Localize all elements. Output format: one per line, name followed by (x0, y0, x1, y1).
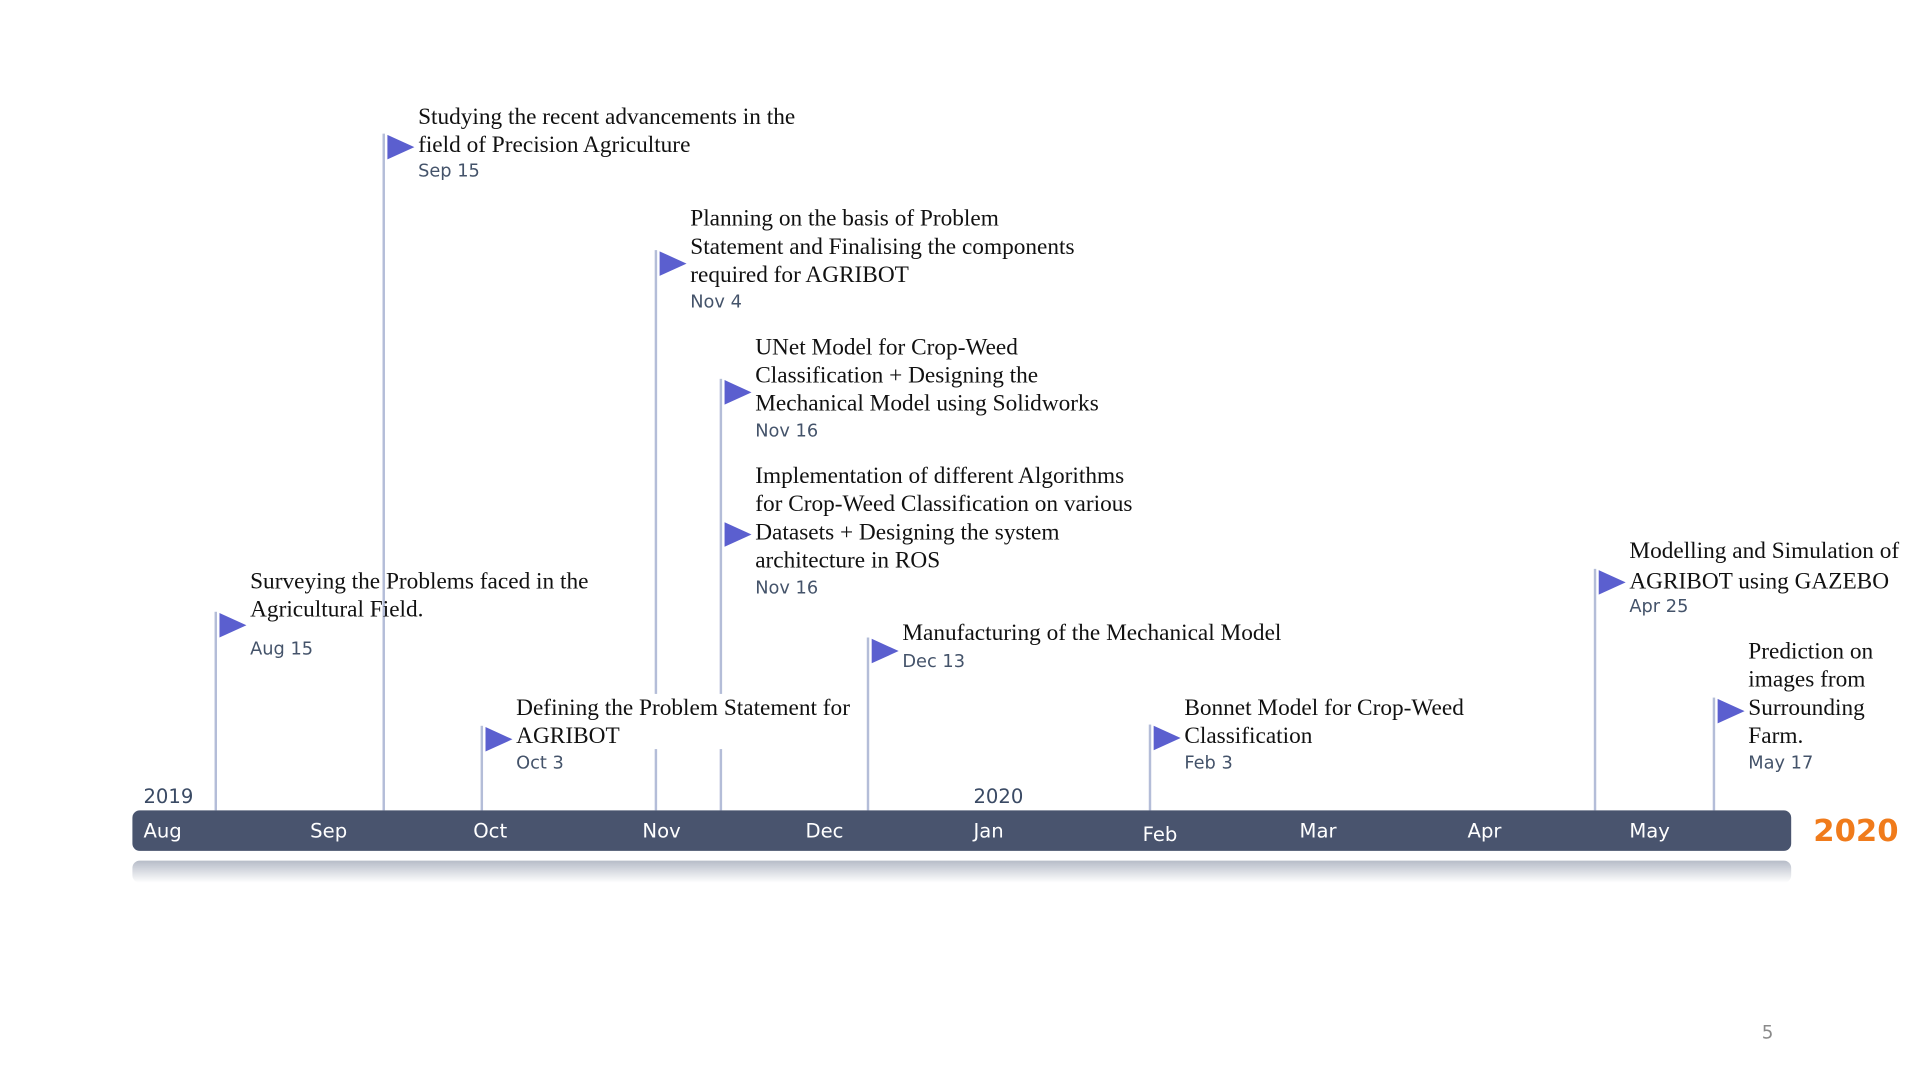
flag-icon (219, 613, 247, 638)
month-label-dec: Dec (805, 818, 844, 843)
flag-icon (724, 522, 752, 547)
month-label-sep: Sep (310, 818, 348, 843)
flag-icon (1717, 698, 1745, 724)
event-label-dec13: Manufacturing of the Mechanical Model (902, 620, 1282, 647)
event-stem-apr25 (1593, 568, 1597, 811)
event-stem-oct3 (480, 725, 484, 811)
flag-icon (871, 638, 899, 664)
event-stem-nov16-lower (719, 749, 723, 811)
event-label-may17: Prediction on images from Surrounding Fa… (1748, 638, 1874, 750)
event-stem-nov4-lower (654, 749, 658, 811)
month-label-apr: Apr (1467, 818, 1502, 843)
event-label-feb3: Bonnet Model for Crop-Weed Classificatio… (1184, 695, 1464, 750)
event-label-nov16-b: Implementation of different Algorithms f… (755, 463, 1133, 574)
event-stem-sep15 (382, 133, 385, 811)
flag-icon (659, 251, 687, 276)
month-label-may: May (1629, 818, 1670, 843)
month-label-jan: Jan (973, 818, 1004, 843)
year-label-end: 2020 (1813, 812, 1899, 849)
event-date-nov16-a: Nov 16 (755, 421, 819, 442)
month-label-mar: Mar (1299, 818, 1337, 843)
month-label-aug: Aug (143, 818, 182, 843)
month-label-nov: Nov (642, 818, 681, 843)
event-date-may17: May 17 (1748, 753, 1814, 774)
event-date-nov4: Nov 4 (690, 293, 742, 313)
event-stem-feb3 (1148, 724, 1152, 811)
flag-icon (1598, 570, 1626, 595)
event-date-apr25: Apr 25 (1629, 597, 1689, 617)
event-label-oct3: Defining the Problem Statement for AGRIB… (516, 695, 850, 750)
timeline-bar-shadow (132, 860, 1792, 883)
page-number: 5 (1761, 1021, 1774, 1044)
year-label-start: 2019 (143, 784, 194, 808)
flag-icon (485, 727, 513, 752)
event-label-nov4: Planning on the basis of Problem Stateme… (690, 205, 1075, 289)
event-date-aug15: Aug 15 (250, 639, 314, 660)
event-stem-dec13 (866, 637, 870, 811)
event-stem-nov4 (654, 250, 658, 694)
flag-icon (724, 380, 752, 405)
event-date-oct3: Oct 3 (516, 753, 564, 774)
flag-icon (1153, 725, 1181, 751)
event-label-sep15: Studying the recent advancements in the … (418, 104, 796, 159)
event-label-nov16-a: UNet Model for Crop-Weed Classification … (755, 334, 1099, 417)
event-date-dec13: Dec 13 (902, 652, 966, 672)
flag-icon (387, 134, 415, 160)
event-label-apr25: Modelling and Simulation of AGRIBOT usin… (1629, 538, 1900, 595)
month-label-feb: Feb (1142, 822, 1178, 846)
event-stem-aug15 (214, 611, 218, 811)
event-stem-nov16 (719, 378, 723, 694)
timeline-bar (132, 810, 1792, 851)
month-label-oct: Oct (473, 818, 508, 843)
event-label-aug15: Surveying the Problems faced in the Agri… (250, 568, 589, 623)
event-date-sep15: Sep 15 (418, 161, 480, 182)
year-label-mid: 2020 (973, 784, 1024, 808)
event-date-nov16-b: Nov 16 (755, 578, 819, 599)
event-date-feb3: Feb 3 (1184, 753, 1233, 774)
event-stem-may17 (1712, 697, 1716, 811)
